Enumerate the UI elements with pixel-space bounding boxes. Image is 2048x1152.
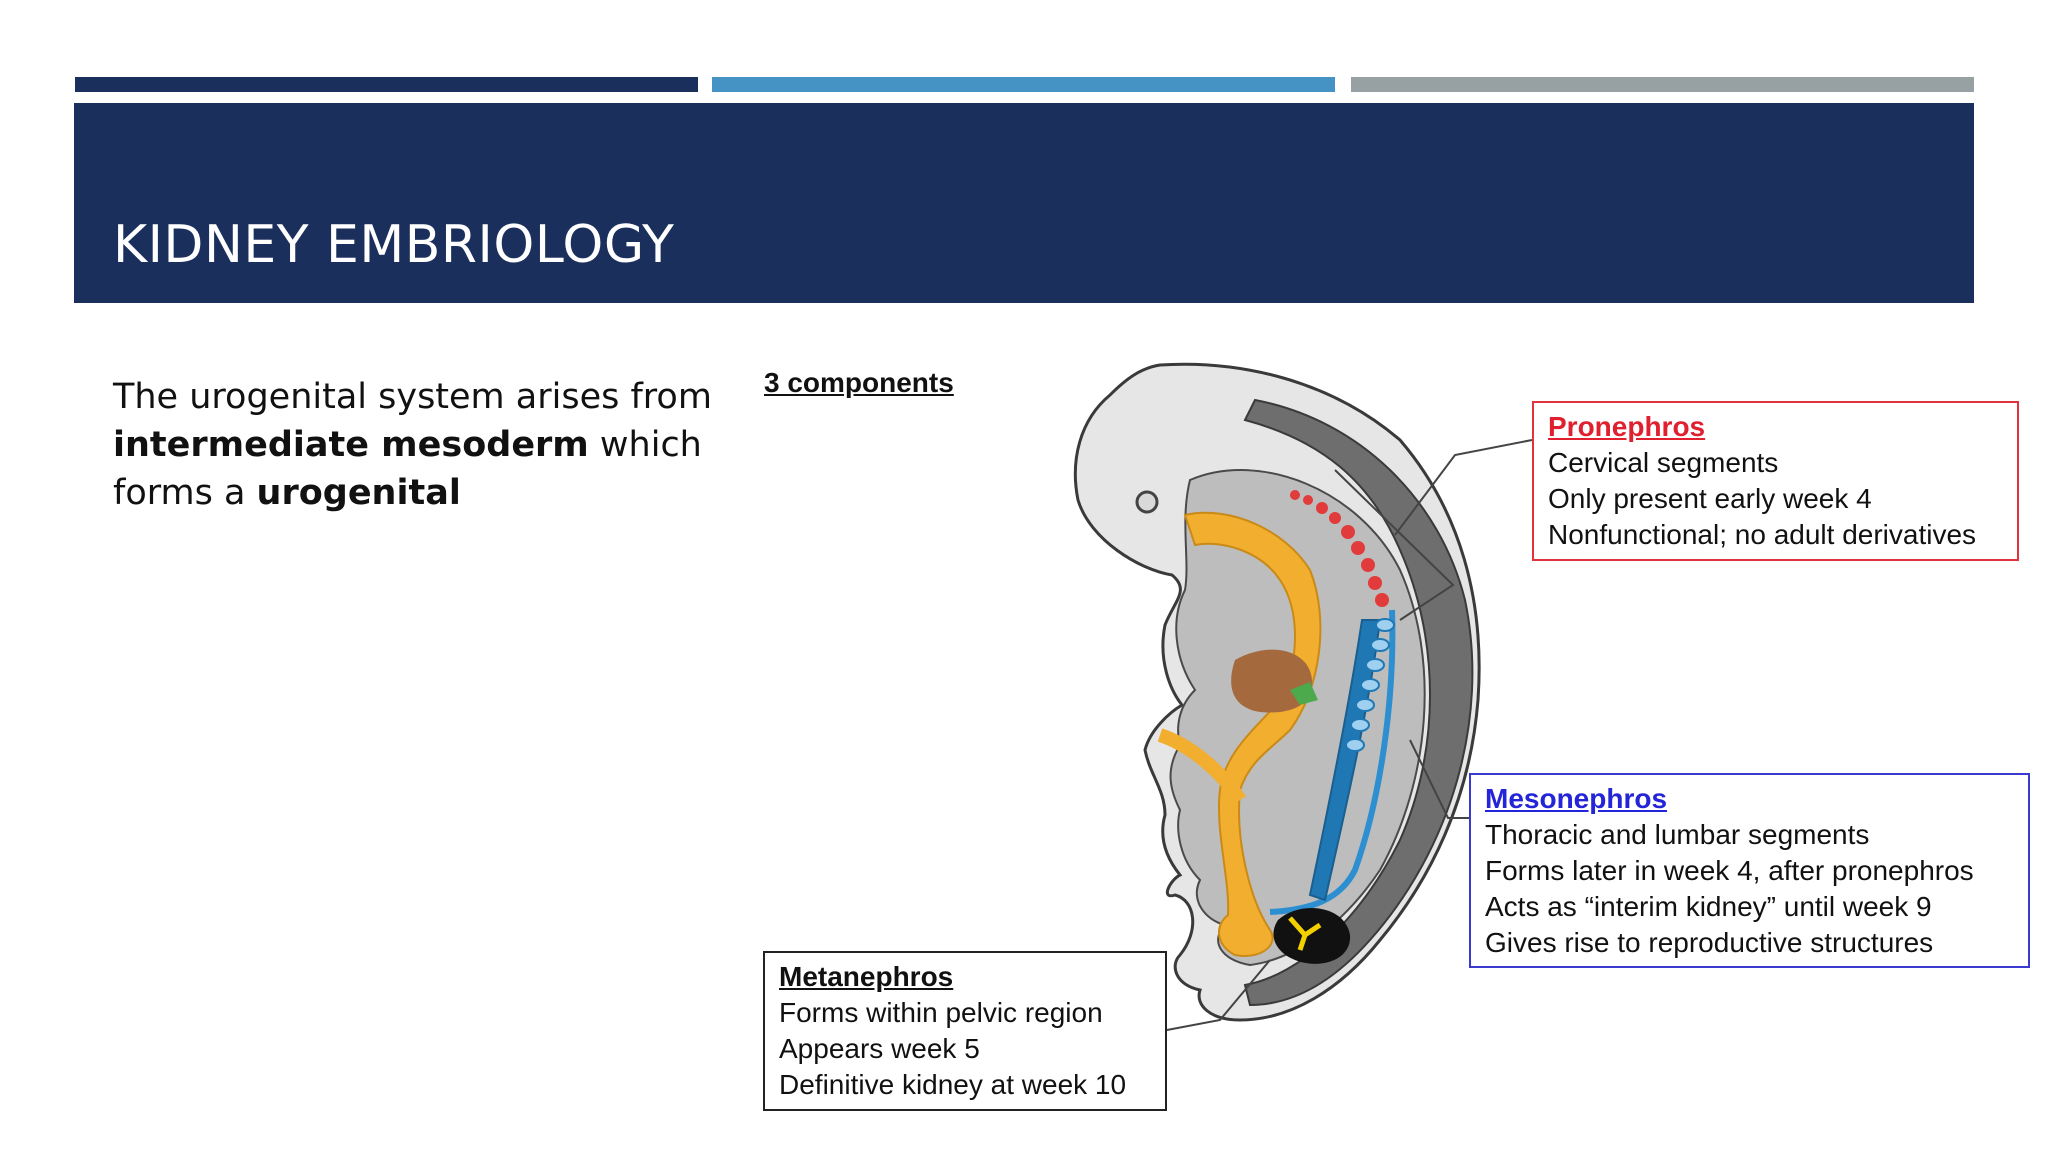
leader-lines xyxy=(1166,439,1533,1031)
embryo-back-band xyxy=(1243,398,1474,1007)
metanephros-line: Definitive kidney at week 10 xyxy=(779,1069,1127,1100)
accent-bar-gray xyxy=(1351,77,1974,92)
pronephros-title: Pronephros xyxy=(1548,411,1706,442)
mesonephric-duct xyxy=(1269,609,1396,915)
metanephros-title: Metanephros xyxy=(779,961,954,992)
pronephros-line: Cervical segments xyxy=(1548,447,1779,478)
metanephros-line: Appears week 5 xyxy=(779,1033,980,1064)
pronephros-line: Nonfunctional; no adult derivatives xyxy=(1548,519,1977,550)
pronephros-units xyxy=(1290,490,1389,607)
mesonephros-line: Thoracic and lumbar segments xyxy=(1485,819,1870,850)
pancreas-bud xyxy=(1290,682,1318,705)
mesonephric-tubules xyxy=(1345,618,1395,752)
accent-bar-blue xyxy=(712,77,1335,92)
body-text-part2: which forms a xyxy=(113,425,702,513)
gut-tube xyxy=(1183,511,1322,957)
liver xyxy=(1231,649,1313,713)
title-banner xyxy=(74,103,1974,303)
mesonephros-line: Gives rise to reproductive structures xyxy=(1485,927,1934,958)
mesonephros-line: Acts as “interim kidney” until week 9 xyxy=(1485,891,1932,922)
pronephros-box: Pronephros Cervical segments Only presen… xyxy=(1532,401,2019,561)
ureteric-bud xyxy=(1288,916,1322,951)
mesonephros-title: Mesonephros xyxy=(1485,783,1668,814)
embryo-illustration xyxy=(1073,362,1533,1031)
figure-heading: 3 components xyxy=(764,367,954,398)
mesonephros-box: Mesonephros Thoracic and lumbar segments… xyxy=(1469,773,2030,968)
accent-bar-dark xyxy=(75,77,698,92)
mesonephros-line: Forms later in week 4, after pronephros xyxy=(1485,855,1974,886)
body-text-bold2: urogenital xyxy=(256,473,461,513)
body-text-bold1: intermediate mesoderm xyxy=(113,425,589,465)
body-text-part1: The urogenital system arises from xyxy=(113,377,712,417)
slide-body-text: The urogenital system arises from interm… xyxy=(113,373,723,517)
gut-branch xyxy=(1157,728,1246,804)
embryo-eye xyxy=(1135,490,1159,514)
slide-title: KIDNEY EMBRIOLOGY xyxy=(113,215,675,275)
pronephros-line: Only present early week 4 xyxy=(1548,483,1872,514)
metanephros-line: Forms within pelvic region xyxy=(779,997,1103,1028)
metanephros-box: Metanephros Forms within pelvic region A… xyxy=(763,951,1167,1111)
